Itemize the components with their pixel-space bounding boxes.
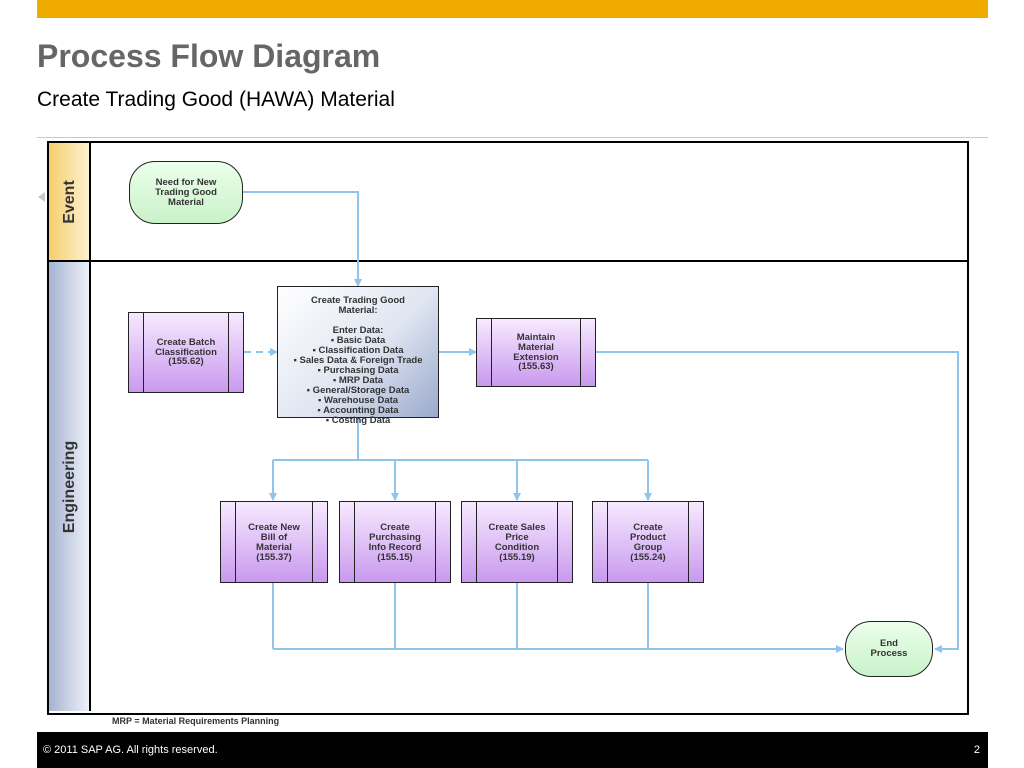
node-label-line: ▪ Warehouse Data [317,394,399,406]
node-label-line: Create Batch [156,336,216,348]
node-label-line: Create [380,522,410,533]
top-accent-bar [37,0,988,18]
node-label-line: ▪ Costing Data [325,414,391,426]
copyright-text: © 2011 SAP AG. All rights reserved. [43,744,218,756]
footer-bar: © 2011 SAP AG. All rights reserved. 2 [37,732,988,768]
node-label-line: Purchasing [369,531,421,543]
node-label-line: Condition [494,541,540,553]
node-label-line: Material [256,541,292,553]
node-label-line: Maintain [516,331,556,343]
node-label-line: Bill of [260,531,288,543]
node-label-line: Material: [338,304,378,316]
page-number: 2 [973,744,980,756]
node-label-line: ▪ Purchasing Data [317,364,399,376]
node-label-line: ▪ MRP Data [332,374,384,386]
node-label-line: Trading Good [155,186,217,198]
node-label-line: Price [505,531,529,543]
node-label-line: ▪ Classification Data [312,344,404,356]
node-label-line: Group [633,541,663,553]
node-label-line: (155.63) [518,361,554,373]
title-separator [37,137,988,138]
node-label-line: Process [870,648,908,659]
lane-separator [49,260,967,262]
node-label-line: Info Record [368,541,422,553]
connector-extension-to-end [596,351,959,653]
node-label-line: (155.15) [377,551,413,563]
node-label-line: Create [633,522,663,533]
node-label-line: Product [630,531,666,543]
node-label-line: (155.19) [499,551,535,563]
node-label-line: End [880,638,898,650]
node-label-line: Enter Data: [332,324,384,336]
page-title: Process Flow Diagram [37,38,381,74]
node-label-line: Create New [248,522,300,533]
swimlane-frame [47,141,969,715]
node-label-line: (155.37) [256,551,292,563]
node-label-line: ▪ Accounting Data [317,404,399,416]
node-label-line: ▪ General/Storage Data [306,384,410,396]
lane-header-event: Event [49,143,91,260]
node-label-line: Create Trading Good [311,295,405,306]
node-label-line: Create Sales [488,522,546,533]
page-subtitle: Create Trading Good (HAWA) Material [37,88,395,111]
node-label-line: ▪ Basic Data [330,334,386,346]
lane-header-engineering: Engineering [49,262,91,711]
footnote: MRP = Material Requirements Planning [112,716,280,726]
connector-start-to-main [243,191,362,287]
node-label-line: (155.24) [630,551,666,563]
node-label-line: (155.62) [168,356,204,368]
node-label-line: Extension [513,351,559,363]
collapse-arrow-icon [38,192,45,202]
node-label-line: Need for New [155,177,217,188]
node-label-line: Material [168,196,204,208]
node-label-line: ▪ Sales Data & Foreign Trade [293,354,423,366]
node-label-line: Material [518,341,554,353]
node-label-line: Classification [155,346,217,358]
